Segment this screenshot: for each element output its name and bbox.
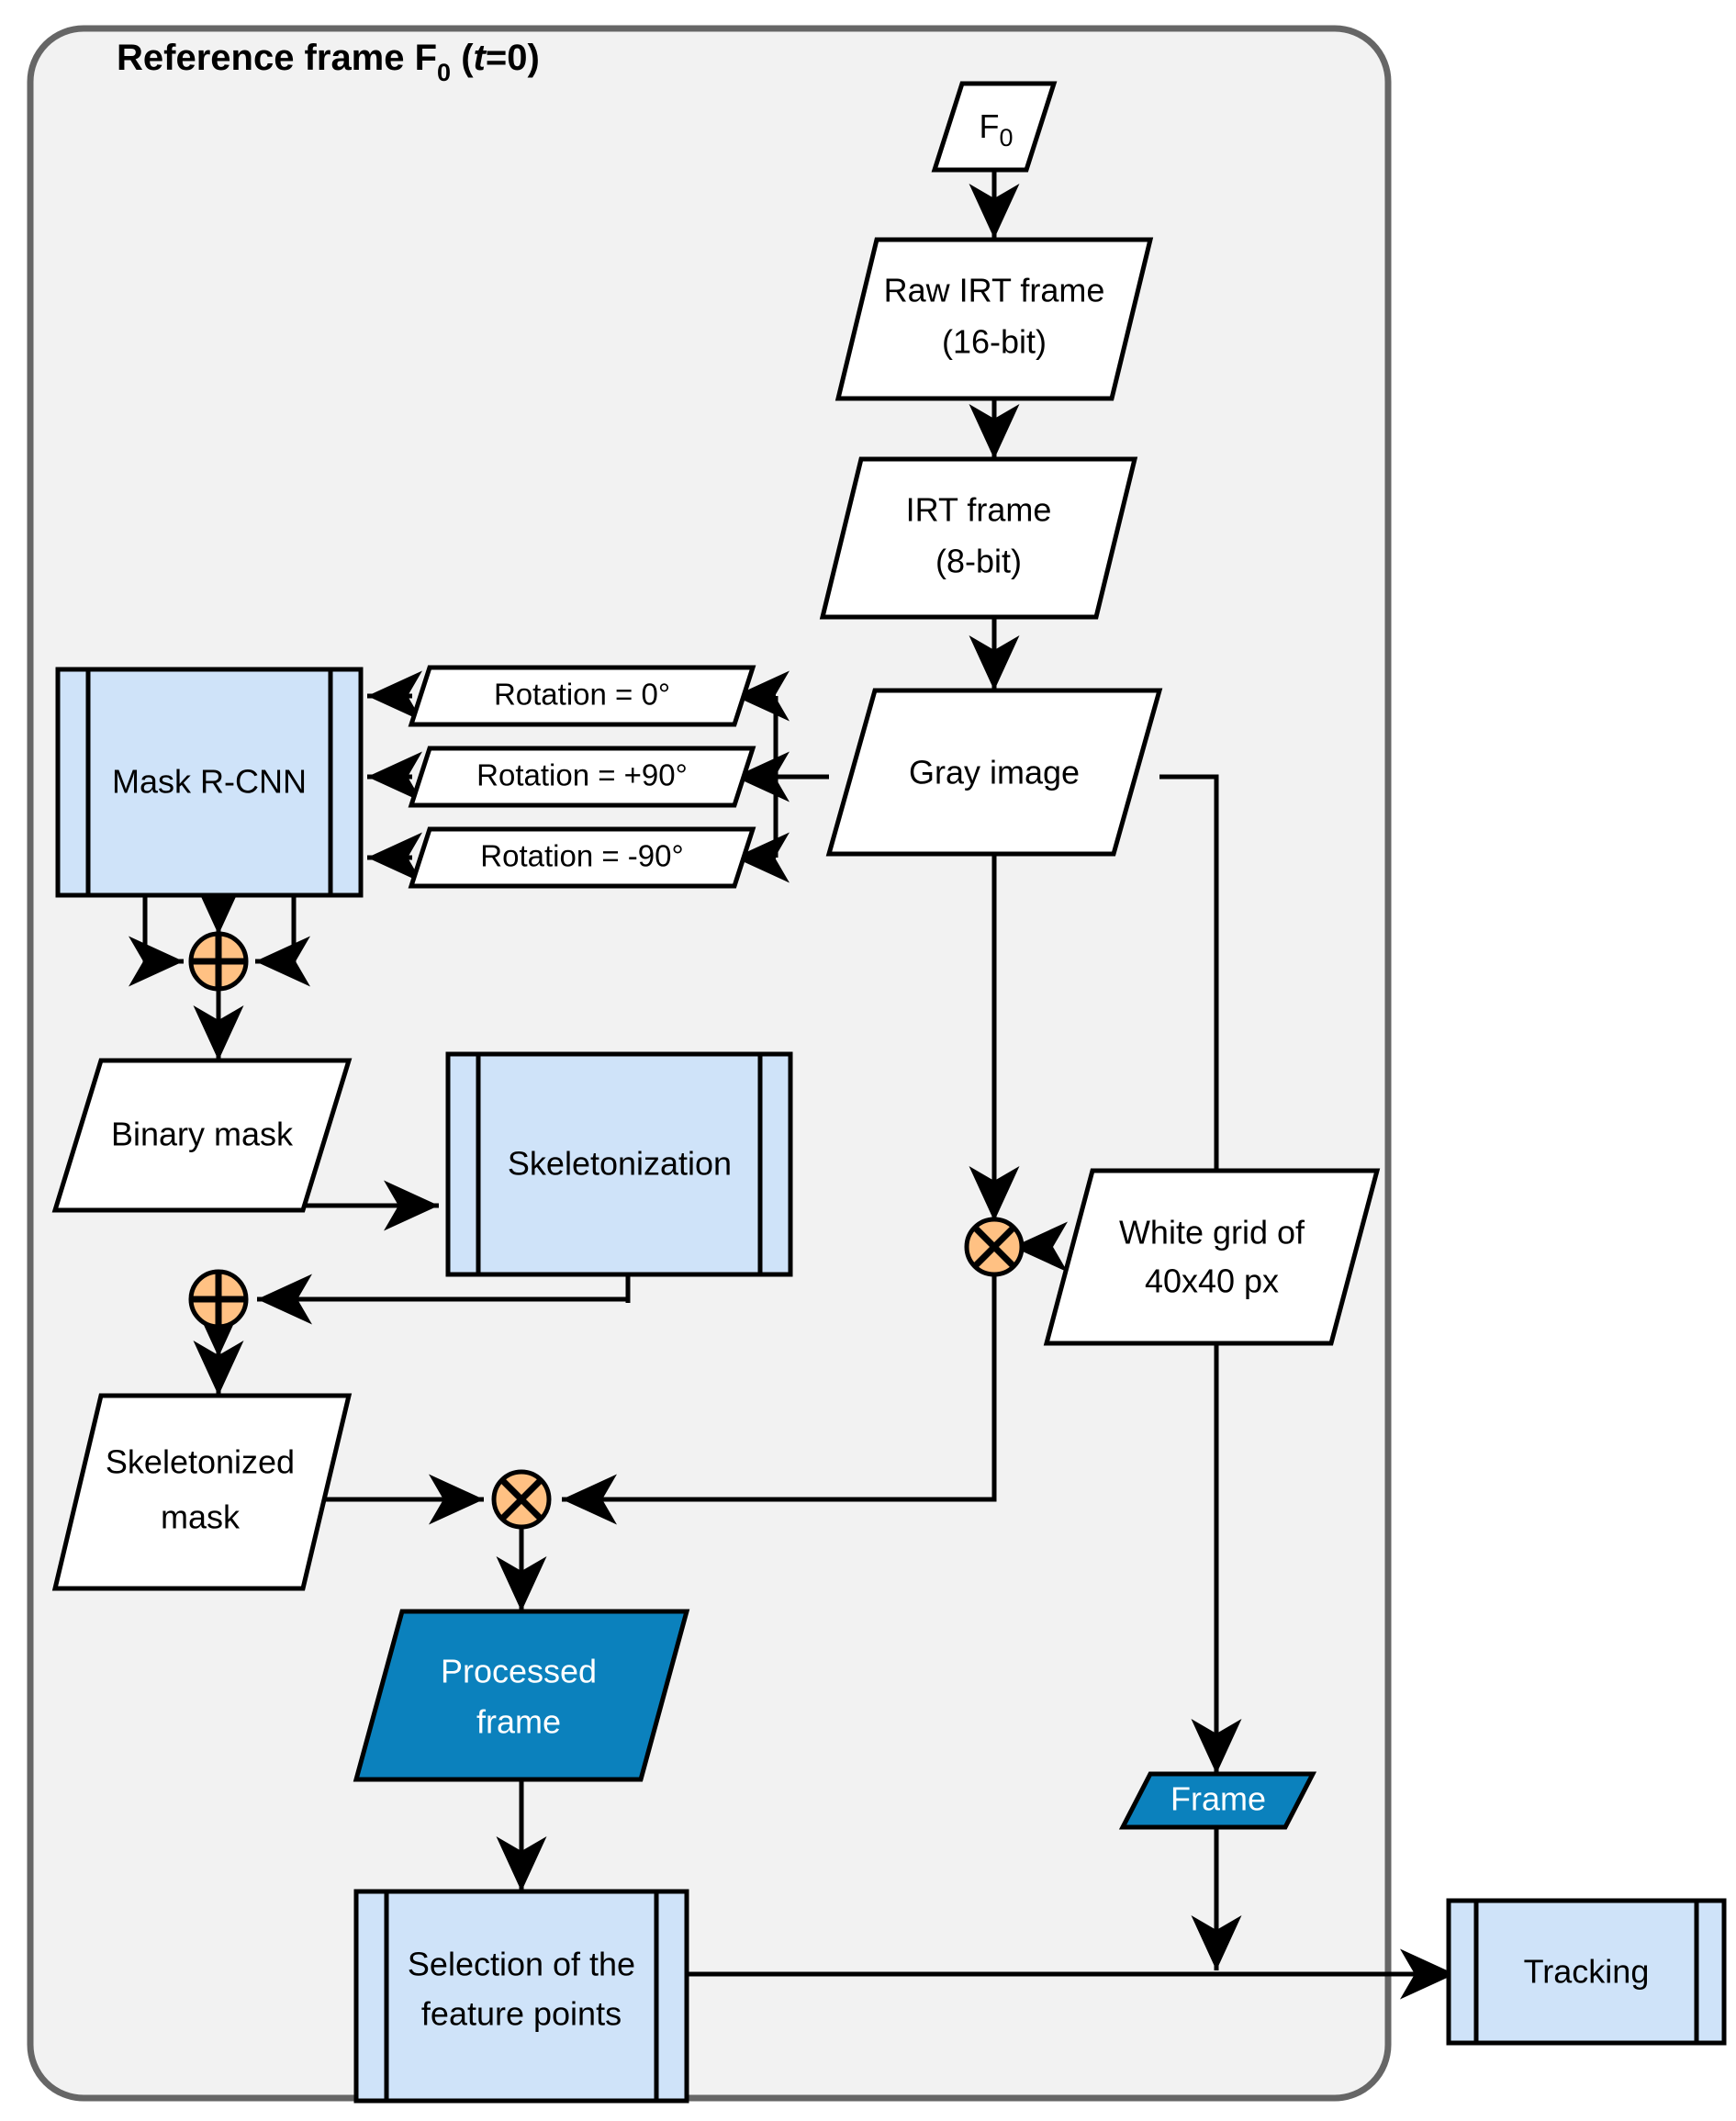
multiply-operator-2[interactable]	[491, 1469, 552, 1530]
node-mask-rcnn-label: Mask R-CNN	[112, 763, 307, 801]
node-irt-frame-8bit-line2: (8-bit)	[935, 543, 1022, 580]
node-selection-feature-points[interactable]: Selection of the feature points	[353, 1889, 689, 2104]
node-rotation-minus90[interactable]: Rotation = -90°	[408, 826, 756, 889]
node-irt-frame-8bit[interactable]: IRT frame (8-bit)	[819, 456, 1138, 620]
edge-maskrcnn-left-to-plus1	[129, 895, 184, 987]
node-f0[interactable]: F0	[931, 81, 1058, 173]
connector-layer	[129, 170, 1455, 2000]
node-frame[interactable]: Frame	[1118, 1771, 1317, 1830]
node-rotation-plus90-label: Rotation = +90°	[476, 758, 688, 792]
node-binary-mask-label: Binary mask	[111, 1116, 294, 1153]
node-mask-rcnn[interactable]: Mask R-CNN	[55, 667, 364, 898]
node-binary-mask[interactable]: Binary mask	[51, 1058, 353, 1213]
node-raw-irt-frame[interactable]: Raw IRT frame (16-bit)	[834, 237, 1154, 401]
node-irt-frame-8bit-line1: IRT frame	[906, 491, 1052, 529]
edge-skel-bottom-to-plus2	[257, 1274, 631, 1325]
node-rotation-0[interactable]: Rotation = 0°	[408, 665, 756, 727]
merge-plus-operator-2[interactable]	[188, 1269, 249, 1330]
node-rotation-plus90[interactable]: Rotation = +90°	[408, 746, 756, 808]
node-white-grid-line2: 40x40 px	[1145, 1262, 1279, 1300]
node-gray-image-label: Gray image	[909, 754, 1080, 791]
node-skeletonized-mask-line2: mask	[161, 1498, 241, 1536]
node-selection-line1: Selection of the	[408, 1946, 635, 1983]
node-skeletonization[interactable]: Skeletonization	[445, 1051, 793, 1277]
node-tracking[interactable]: Tracking	[1446, 1898, 1727, 2046]
edge-maskrcnn-right-to-plus1	[255, 895, 310, 987]
node-raw-irt-frame-line1: Raw IRT frame	[884, 272, 1105, 309]
node-white-grid[interactable]: White grid of 40x40 px	[1043, 1168, 1381, 1346]
node-f0-label: F0	[979, 107, 1013, 152]
node-raw-irt-frame-line2: (16-bit)	[942, 323, 1047, 361]
node-processed-frame[interactable]: Processed frame	[353, 1609, 690, 1782]
node-processed-frame-line1: Processed	[441, 1653, 597, 1690]
node-skeletonization-label: Skeletonization	[508, 1145, 732, 1183]
node-skeletonized-mask[interactable]: Skeletonized mask	[51, 1393, 353, 1591]
node-rotation-0-label: Rotation = 0°	[494, 678, 670, 712]
node-selection-line2: feature points	[421, 1995, 622, 2033]
node-skeletonized-mask-line1: Skeletonized	[106, 1443, 295, 1481]
node-rotation-minus90-label: Rotation = -90°	[480, 839, 683, 873]
node-frame-label: Frame	[1170, 1780, 1266, 1818]
merge-plus-operator-1[interactable]	[188, 931, 249, 992]
multiply-operator-1[interactable]	[964, 1217, 1025, 1277]
page-title: Reference frame F0 (t=0)	[117, 38, 540, 86]
node-white-grid-line1: White grid of	[1119, 1214, 1305, 1251]
node-gray-image[interactable]: Gray image	[825, 688, 1163, 857]
edge-gray-to-frame	[1159, 774, 1242, 1774]
edge-mult1-to-mult2	[562, 1274, 997, 1525]
node-tracking-label: Tracking	[1524, 1953, 1650, 1991]
node-processed-frame-line2: frame	[476, 1703, 561, 1741]
